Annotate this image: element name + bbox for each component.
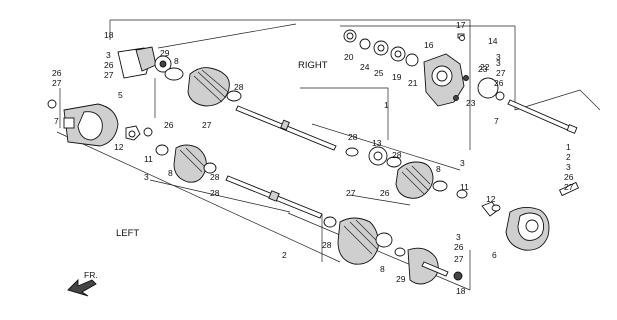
- callout-27d: 27: [346, 188, 356, 198]
- callout-26b: 26: [104, 60, 114, 70]
- callout-23b: 23: [466, 98, 476, 108]
- left-heading: LEFT: [116, 228, 139, 239]
- callout-12a: 12: [114, 142, 124, 152]
- stack-right-bottom-3: 3: [566, 162, 571, 172]
- callout-11a: 11: [144, 154, 153, 164]
- callout-7b: 7: [494, 116, 499, 126]
- stack-right-end-2: 26: [494, 78, 504, 88]
- front-arrow: [67, 278, 97, 297]
- callout-3b: 3: [144, 172, 149, 182]
- callout-28a: 28: [210, 172, 220, 182]
- callout-17: 17: [456, 20, 466, 30]
- stack-right-bottom: 1 2 3 26 27: [564, 142, 574, 192]
- intermediate-shaft-assembly: [343, 29, 580, 197]
- callout-3a: 3: [106, 50, 111, 60]
- callout-1: 1: [384, 100, 389, 110]
- callout-18b: 18: [456, 286, 466, 296]
- stack-right-bottom-4: 26: [564, 172, 574, 182]
- callout-21: 21: [408, 78, 418, 88]
- callout-29a: 29: [160, 48, 170, 58]
- stack-right-bottom-2: 2: [566, 152, 571, 162]
- callout-27a: 27: [52, 78, 62, 88]
- stack-right-end: 3 26: [494, 52, 504, 88]
- leader-lines: [56, 19, 601, 291]
- callout-28e: 28: [392, 150, 402, 160]
- callout-20: 20: [344, 52, 354, 62]
- callout-22: 22: [480, 62, 490, 72]
- callout-12b: 12: [486, 194, 496, 204]
- callout-24: 24: [360, 62, 370, 72]
- callout-25: 25: [374, 68, 384, 78]
- callout-2: 2: [282, 250, 287, 260]
- callout-27b: 27: [104, 70, 114, 80]
- callout-23a: 23: [478, 64, 488, 74]
- callout-19: 19: [392, 72, 402, 82]
- callout-28b: 28: [210, 188, 220, 198]
- stack-right-bottom-1: 1: [566, 142, 571, 152]
- callout-28c: 28: [234, 82, 244, 92]
- callouts: 26 27 7 18 3 26 27 5 12 11 3 8 28 28 26 …: [52, 20, 506, 296]
- callout-8c: 8: [436, 164, 441, 174]
- callout-26d: 26: [380, 188, 390, 198]
- stack-bottom-center: 26 27: [454, 242, 464, 264]
- callout-8d: 8: [380, 264, 385, 274]
- front-label: FR.: [84, 270, 98, 280]
- stack-bottom-center-2: 27: [454, 254, 464, 264]
- upper-shaft-assembly: [117, 46, 550, 251]
- callout-11b: 11: [460, 182, 469, 192]
- callout-7a: 7: [54, 116, 59, 126]
- callout-27c: 27: [202, 120, 212, 130]
- callout-16: 16: [424, 40, 434, 50]
- callout-3d: 3: [456, 232, 461, 242]
- right-heading: RIGHT: [298, 60, 328, 71]
- callout-8a: 8: [168, 168, 173, 178]
- callout-8b: 8: [174, 56, 179, 66]
- callout-27e: 27: [496, 68, 506, 78]
- stack-right-bottom-5: 27: [564, 182, 574, 192]
- callout-29b: 29: [396, 274, 406, 284]
- callout-28f: 28: [322, 240, 332, 250]
- callout-26a: 26: [52, 68, 62, 78]
- stack-right-end-1: 3: [496, 52, 501, 62]
- callout-26c: 26: [164, 120, 174, 130]
- callout-14: 14: [488, 36, 498, 46]
- callout-3e: 3: [496, 58, 501, 68]
- left-shaft-assembly: [47, 99, 463, 285]
- callout-5: 5: [118, 90, 123, 100]
- callout-6: 6: [492, 250, 497, 260]
- callout-13: 13: [372, 138, 382, 148]
- stack-bottom-center-1: 26: [454, 242, 464, 252]
- callout-3c: 3: [460, 158, 465, 168]
- callout-18a: 18: [104, 30, 114, 40]
- callout-28d: 28: [348, 132, 358, 142]
